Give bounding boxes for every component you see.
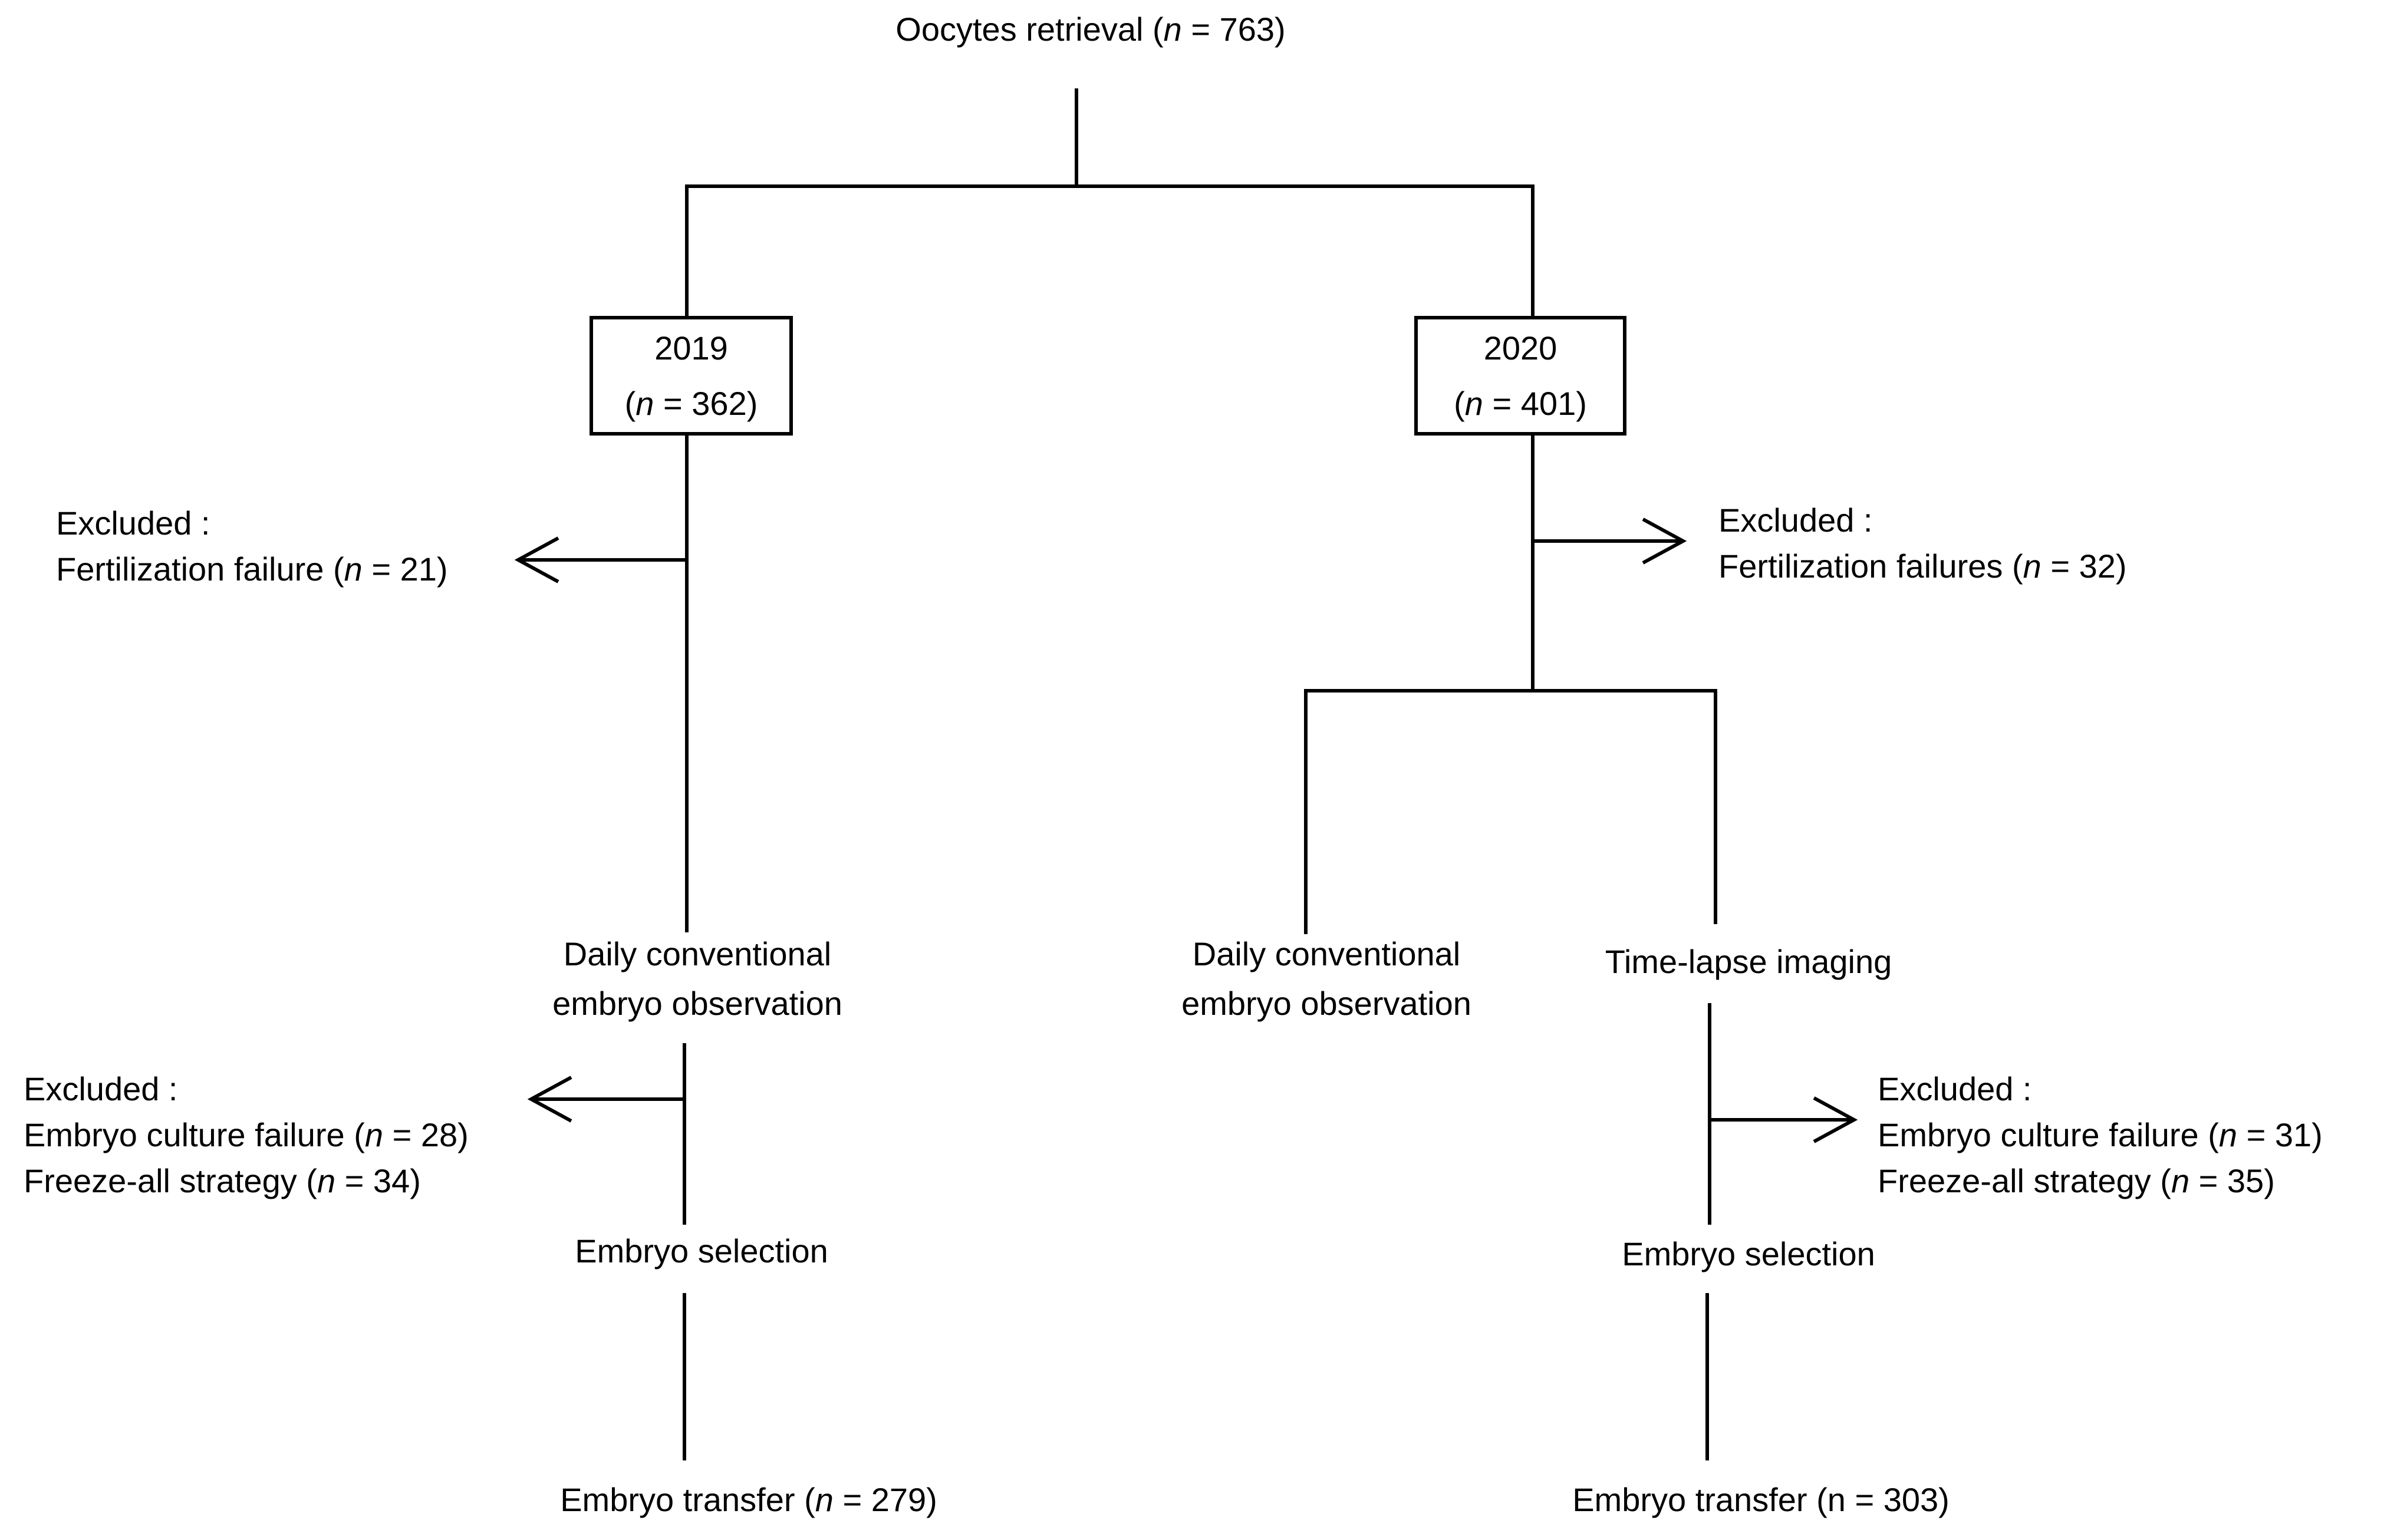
box-2020: 2020 (n = 401) — [1414, 316, 1626, 436]
box-2020-count: (n = 401) — [1454, 376, 1587, 431]
n-symbol: n — [2218, 1116, 2238, 1153]
connector-top-branch — [685, 184, 1535, 318]
label-part: Fertilization failure ( — [56, 550, 344, 588]
n-symbol: n — [1163, 11, 1182, 48]
label-part: = 362) — [654, 384, 758, 422]
node-oocytes-retrieval: Oocytes retrieval (n = 763) — [895, 6, 1285, 52]
label-part: Embryo transfer ( — [560, 1481, 815, 1518]
box-2019-year: 2019 — [654, 329, 728, 367]
exclusion-header: Excluded : — [1878, 1070, 2032, 1107]
exclusion-item: Fertilization failure (n = 21) — [56, 546, 448, 592]
label-part: = 34) — [335, 1162, 421, 1199]
label-line: Embryo selection — [1622, 1235, 1875, 1272]
exclusion-2020-culture: Excluded : Embryo culture failure (n = 3… — [1878, 1066, 2323, 1204]
exclusion-2020-fertilization: Excluded : Fertilization failures (n = 3… — [1718, 497, 2127, 589]
n-symbol: n — [635, 384, 654, 422]
label-part: Freeze-all strategy ( — [1878, 1162, 2171, 1199]
exclusion-2019-fertilization: Excluded : Fertilization failure (n = 21… — [56, 500, 448, 592]
label-part: = 35) — [2189, 1162, 2275, 1199]
label-line: embryo observation — [1181, 985, 1471, 1022]
n-symbol: n — [317, 1162, 336, 1199]
box-2019-count: (n = 362) — [625, 376, 758, 431]
n-symbol: n — [344, 550, 363, 588]
n-symbol: n — [2171, 1162, 2190, 1199]
label-part: = 28) — [383, 1116, 469, 1153]
label-part: Fertilization failures ( — [1718, 548, 2023, 585]
node-2019-embryo-transfer: Embryo transfer (n = 279) — [560, 1477, 937, 1523]
label-part: ( — [1454, 384, 1465, 422]
node-2020-daily-observation: Daily conventional embryo observation — [1181, 929, 1471, 1028]
exclusion-item: Embryo culture failure (n = 28) — [24, 1112, 469, 1158]
arrowhead-left-icon — [527, 1076, 572, 1123]
box-2020-year: 2020 — [1483, 329, 1557, 367]
label-part: Embryo culture failure ( — [24, 1116, 365, 1153]
exclusion-item: Embryo culture failure (n = 31) — [1878, 1112, 2323, 1158]
label-part: = 32) — [2041, 548, 2127, 585]
n-symbol: n — [2023, 548, 2041, 585]
label-part: Oocytes retrieval ( — [895, 11, 1164, 48]
n-symbol: n — [1464, 384, 1483, 422]
exclusion-header: Excluded : — [1718, 502, 1873, 539]
exclusion-header: Excluded : — [56, 504, 210, 542]
exclusion-item: Freeze-all strategy (n = 34) — [24, 1158, 469, 1204]
n-symbol: n — [815, 1481, 834, 1518]
label-part: Embryo culture failure ( — [1878, 1116, 2219, 1153]
exclusion-item: Freeze-all strategy (n = 35) — [1878, 1158, 2323, 1204]
label-part: ( — [624, 384, 636, 422]
label-line: Embryo transfer (n = 303) — [1572, 1481, 1950, 1518]
label-part: = 31) — [2237, 1116, 2323, 1153]
label-part: = 401) — [1483, 384, 1587, 422]
node-2019-daily-observation: Daily conventional embryo observation — [552, 929, 842, 1028]
exclusion-header: Excluded : — [24, 1070, 178, 1107]
label-part: = 21) — [362, 550, 448, 588]
label-line: Daily conventional — [1192, 935, 1461, 972]
label-part: = 763) — [1181, 11, 1286, 48]
node-2020-embryo-selection: Embryo selection — [1622, 1231, 1875, 1277]
box-2019: 2019 (n = 362) — [590, 316, 793, 436]
arrowhead-right-icon — [1813, 1096, 1858, 1143]
label-line: embryo observation — [552, 985, 842, 1022]
node-2020-timelapse-imaging: Time-lapse imaging — [1605, 939, 1892, 985]
label-line: Daily conventional — [563, 935, 832, 972]
exclusion-item: Fertilization failures (n = 32) — [1718, 543, 2127, 589]
label-part: = 279) — [833, 1481, 937, 1518]
label-line: Embryo selection — [575, 1232, 828, 1269]
node-2019-embryo-selection: Embryo selection — [575, 1228, 828, 1274]
label-part: Freeze-all strategy ( — [24, 1162, 317, 1199]
exclusion-2019-culture: Excluded : Embryo culture failure (n = 2… — [24, 1066, 469, 1204]
connector-2020-sub-branch — [1304, 689, 1717, 934]
node-2020-embryo-transfer: Embryo transfer (n = 303) — [1572, 1477, 1950, 1523]
arrowhead-right-icon — [1642, 517, 1687, 565]
label-line: Time-lapse imaging — [1605, 943, 1892, 980]
n-symbol: n — [364, 1116, 384, 1153]
arrowhead-left-icon — [514, 536, 559, 583]
